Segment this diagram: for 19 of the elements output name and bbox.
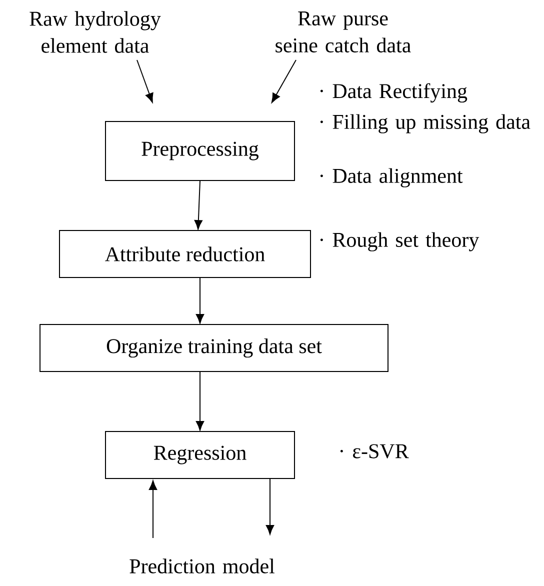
bullet-note: · ε-SVR (340, 444, 409, 458)
process-box: Regression (105, 431, 295, 479)
process-box: Attribute reduction (59, 230, 311, 278)
data-label: Prediction model (130, 558, 274, 574)
arrow (136, 60, 154, 103)
bullet-note: · Filling up missing data (320, 114, 530, 134)
process-box: Preprocessing (105, 121, 295, 181)
arrow (271, 60, 296, 103)
bullet-note: · Data Rectifying (320, 83, 468, 103)
data-label: Raw purse seine catch data (276, 12, 411, 52)
bullet-note: · Rough set theory (320, 232, 480, 252)
process-box: Organize training data set (40, 324, 388, 372)
arrow (148, 480, 158, 538)
data-label: Raw hydrology element data (30, 11, 161, 53)
bullet-note: · Data alignment (320, 168, 463, 188)
arrow (196, 372, 204, 431)
arrow (194, 180, 202, 230)
arrow (196, 278, 204, 324)
arrow (266, 478, 274, 535)
